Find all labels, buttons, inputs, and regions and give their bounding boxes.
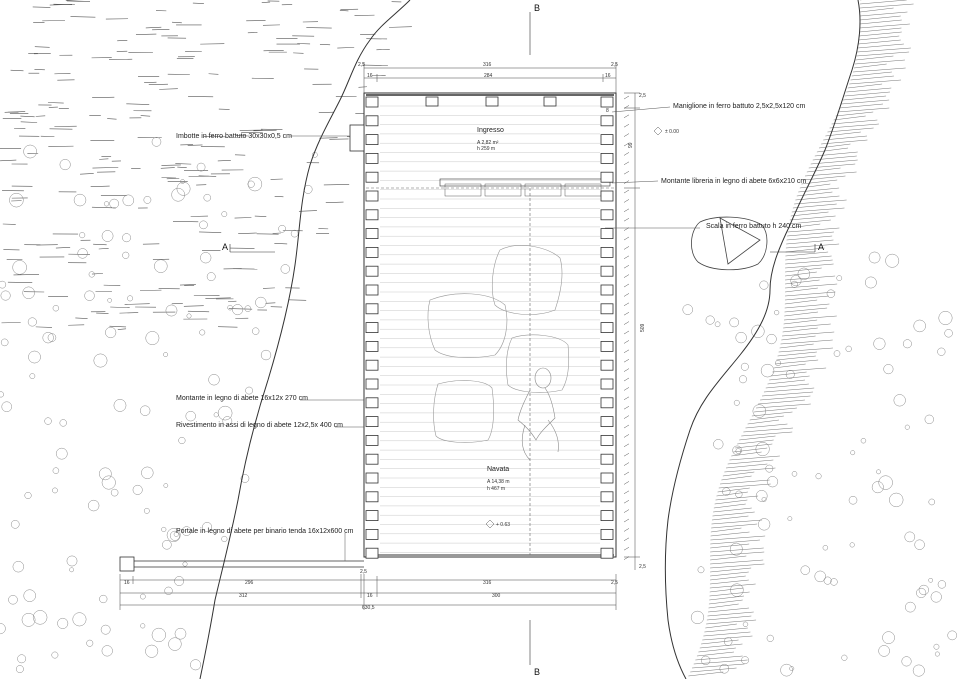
dim-bottom-total-nave: 316	[483, 580, 492, 586]
water-hatching	[0, 0, 412, 330]
annotation-imbotte: Imbotte in ferro battuto 30x30x0,5 cm	[176, 133, 292, 140]
room-name-navata: Navata	[487, 466, 509, 473]
dim-top-inner: 284	[484, 73, 493, 79]
dim-top-left-post: 16	[367, 73, 373, 79]
level-nave: + 0.63	[496, 522, 510, 528]
stair-triangle	[719, 217, 761, 265]
section-mark-b-top: B	[534, 3, 540, 13]
section-mark-b-bottom: B	[534, 667, 540, 677]
right-dimensions	[624, 92, 640, 570]
section-lines	[229, 12, 816, 665]
section-mark-a-left: A	[222, 242, 228, 252]
leader-lines	[290, 106, 700, 561]
dim-top-left-edge: 2,5	[358, 62, 365, 68]
top-dimensions	[363, 62, 617, 93]
dim-bottom-left-post: 16	[124, 580, 130, 586]
level-markers	[485, 126, 663, 529]
dim-right-small-top: 2,5	[639, 93, 646, 99]
dim-bottom-300: 300	[492, 593, 501, 599]
bottom-dimensions	[119, 574, 617, 610]
dim-top-right-post: 16	[605, 73, 611, 79]
dim-bottom-edge-left: 2,5	[360, 569, 367, 575]
annotation-scala: Scala in ferro battuto h 240 cm	[706, 223, 801, 230]
dim-right-entrance: 99	[628, 142, 634, 148]
annotation-portale: Portale in legno di abete per binario te…	[176, 528, 354, 535]
stepping-stone	[691, 216, 768, 271]
dim-bottom-16: 16	[367, 593, 373, 599]
gravel-texture	[0, 137, 958, 677]
dim-top-total: 316	[483, 62, 492, 68]
dim-bottom-312: 312	[239, 593, 248, 599]
annotation-maniglione: Maniglione in ferro battuto 2,5x2,5x120 …	[673, 103, 805, 110]
bank-hatching	[688, 0, 914, 677]
room-area-navata: A 14,38 m	[487, 479, 510, 485]
section-mark-a-right: A	[818, 242, 824, 252]
dim-top-right-edge: 2,5	[611, 62, 618, 68]
portal-beam	[119, 556, 364, 572]
dim-bottom-overall: 630,5	[362, 605, 375, 611]
room-height-ingresso: h 259 m	[477, 146, 495, 152]
dim-right-small-bottom: 2,5	[639, 564, 646, 570]
dim-bottom-edge-right: 2,5	[611, 580, 618, 586]
room-height-navata: h 467 m	[487, 486, 505, 492]
level-entrance: ± 0.00	[665, 129, 679, 135]
annotation-rivestimento: Rivestimento in assi di legno di abete 1…	[176, 422, 343, 429]
person-figure	[517, 367, 559, 461]
cushions	[427, 245, 570, 443]
annotation-montante: Montante in legno di abete 16x12x 270 cm	[176, 395, 308, 402]
dim-bottom-portal: 296	[245, 580, 254, 586]
building	[349, 92, 630, 560]
annotation-montante-libreria: Montante libreria in legno di abete 6x6x…	[661, 178, 806, 185]
room-name-ingresso: Ingresso	[477, 127, 504, 134]
dim-right-nave: 509	[640, 323, 646, 332]
dim-right-segment: 8	[606, 108, 609, 114]
room-area-ingresso: A 2,82 m²	[477, 140, 499, 146]
right-shoreline	[664, 0, 861, 679]
